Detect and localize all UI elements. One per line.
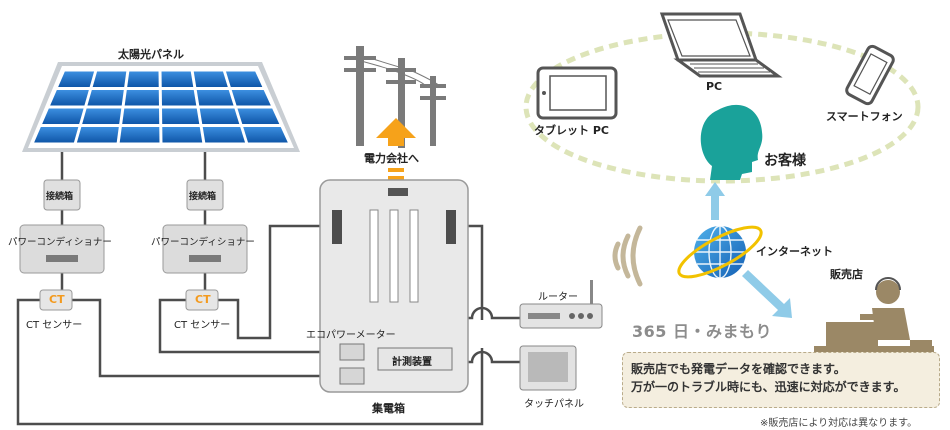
solar-cell [122, 108, 160, 124]
eco-power-meter-label: エコパワーメーター [306, 330, 396, 341]
solar-cell [42, 108, 84, 124]
info-box: 販売店でも発電データを確認できます。 万が一のトラブル時にも、迅速に対応ができま… [622, 352, 940, 408]
dealer-label: 販売店 [830, 268, 863, 281]
tablet-icon [536, 66, 618, 120]
junction-box-1 [43, 179, 81, 211]
measuring-device-label: 計測装置 [392, 357, 432, 368]
distribution-box-label: 集電箱 [372, 402, 405, 415]
solar-cell [119, 127, 160, 143]
solar-cell [82, 108, 122, 124]
junction-box-1-label: 接続箱 [46, 192, 74, 202]
solar-cell [34, 127, 79, 143]
solar-cell [243, 127, 288, 143]
power-lines [349, 57, 441, 87]
power-conditioner-1-label: パワーコンディショナー [8, 237, 112, 248]
solar-cell [76, 127, 119, 143]
solar-cell [92, 71, 127, 87]
internet-arrows [705, 182, 792, 318]
ct-sensor-1-label: CT センサー [26, 320, 83, 331]
ct-sensor-2 [185, 289, 219, 311]
customer-head-icon [700, 104, 763, 180]
internet-label: インターネット [756, 245, 833, 258]
solar-cell [124, 90, 159, 106]
wifi-waves-icon [612, 225, 643, 287]
solar-cell [196, 90, 234, 106]
solar-cell [162, 127, 203, 143]
solar-cell [193, 71, 228, 87]
smartphone-label: スマートフォン [826, 110, 903, 123]
eco-power-meter-2 [339, 367, 365, 385]
laptop-icon [659, 12, 783, 78]
solar-cell [199, 108, 240, 124]
junction-box-2 [186, 179, 224, 211]
utility-pole-icon [344, 46, 446, 148]
customer-label: お客様 [764, 153, 806, 169]
solar-cell [127, 71, 159, 87]
power-company-label: 電力会社へ [364, 152, 419, 165]
solar-cell [231, 90, 271, 106]
distribution-box [319, 179, 469, 393]
power-conditioner-2 [162, 224, 248, 274]
solar-cell [161, 90, 197, 106]
solar-cell [202, 127, 246, 143]
info-line-2: 万が一のトラブル時にも、迅速に対応ができます。 [631, 380, 906, 394]
ct-sensor-1 [39, 289, 73, 311]
solar-cell [161, 71, 194, 87]
solar-cell [50, 90, 89, 106]
solar-cell [58, 71, 95, 87]
power-conditioner-2-label: パワーコンディショナー [151, 237, 255, 248]
ct-2-label: CT [195, 293, 211, 306]
tablet-label: タブレット PC [534, 124, 609, 137]
dealer-operator-icon [814, 280, 934, 352]
touch-panel-label: タッチパネル [524, 399, 584, 410]
solar-cell [87, 90, 124, 106]
solar-cell [162, 108, 200, 124]
touch-panel-icon [519, 345, 577, 391]
power-up-arrow [376, 118, 416, 180]
smartphone-icon [845, 44, 895, 106]
monitoring-headline: 365 日・みまもり [632, 322, 772, 341]
info-line-1: 販売店でも発電データを確認できます。 [631, 362, 846, 376]
junction-box-2-label: 接続箱 [189, 192, 217, 202]
eco-power-meter-1 [339, 343, 365, 361]
router-icon [519, 280, 603, 329]
router-label: ルーター [538, 292, 578, 303]
solar-panel-label: 太陽光パネル [118, 48, 184, 61]
ct-sensor-2-label: CT センサー [174, 320, 231, 331]
solar-cell [237, 108, 280, 124]
solar-panel-icon [22, 62, 300, 152]
measuring-device [377, 347, 453, 371]
footnote: ※販売店により対応は異なります。 [760, 418, 918, 429]
ct-1-label: CT [49, 293, 65, 306]
headset-icon [875, 277, 901, 291]
power-conditioner-1 [19, 224, 105, 274]
solar-cell [225, 71, 263, 87]
pc-label: PC [706, 80, 723, 93]
globe-icon [677, 225, 763, 279]
